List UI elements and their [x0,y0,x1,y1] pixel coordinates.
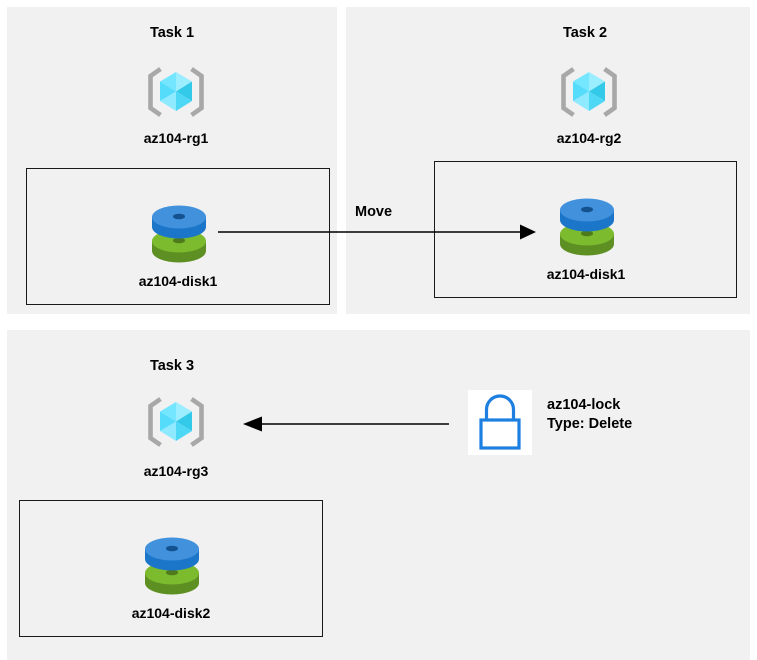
resource-label-disk2-task3: az104-disk2 [131,605,211,621]
resource-group-cube-icon [147,63,205,121]
lock-type-text: Type: Delete [547,416,633,432]
lock-arrow [243,412,449,436]
resource-group-cube-icon [147,393,205,451]
resource-group-label-rg3: az104-rg3 [143,463,209,479]
lock-name-text: az104-lock [547,397,621,413]
managed-disk-icon [148,203,210,269]
padlock-icon [468,390,532,455]
panel-task-1: Task 1 az104-rg1 [7,7,337,314]
task-1-title: Task 1 [149,25,195,41]
lock-name-label: az104-lock Type: Delete [547,396,632,434]
resource-group-label-rg2: az104-rg2 [556,130,622,146]
resource-label-disk1-task2: az104-disk1 [546,266,626,282]
lock-icon-plate [468,390,532,455]
resource-label-disk1-task1: az104-disk1 [138,273,218,289]
managed-disk-icon [141,535,203,601]
move-arrow [218,220,538,244]
managed-disk-icon [556,196,618,262]
resource-group-cube-icon [560,63,618,121]
resource-group-label-rg1: az104-rg1 [143,130,209,146]
task-2-title: Task 2 [562,25,608,41]
move-arrow-label: Move [355,204,393,220]
task-3-title: Task 3 [149,358,195,374]
panel-task-3: Task 3 az104-rg3 [7,330,750,660]
resource-group-boundary-1 [26,168,330,305]
